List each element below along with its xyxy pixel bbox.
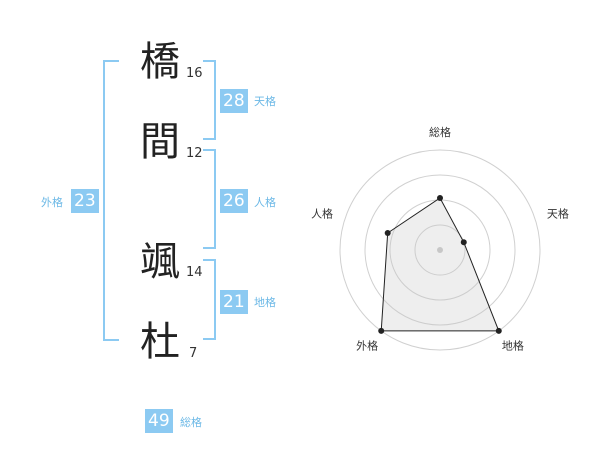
stroke-count-4: 7 (189, 346, 198, 361)
gaikaku-bracket (103, 60, 119, 341)
radar-axis-label: 地格 (502, 338, 524, 352)
radar-data-point (495, 327, 502, 334)
radar-axis-label: 天格 (547, 207, 569, 221)
gaikaku-label: 外格 (41, 196, 63, 209)
radar-data-point (437, 195, 443, 201)
stroke-count-2: 12 (186, 146, 203, 161)
name-char-1: 橋 (140, 39, 180, 85)
tenkaku-bracket (203, 60, 216, 140)
tenkaku-label: 天格 (254, 95, 276, 108)
chikaku-value: 21 (220, 290, 248, 314)
radar-ring (364, 174, 516, 326)
radar-data-point (378, 327, 385, 334)
radar-data-point (460, 239, 467, 246)
jinkaku-label: 人格 (254, 196, 276, 209)
radar-data-area (380, 197, 500, 332)
name-char-2: 間 (140, 119, 180, 165)
jinkaku-bracket (203, 149, 216, 249)
name-char-3: 颯 (140, 239, 180, 285)
stroke-count-1: 16 (186, 66, 203, 81)
soukaku-label: 総格 (180, 416, 202, 429)
radar-ring (414, 224, 466, 276)
radar-axis-label: 人格 (311, 207, 333, 221)
gaikaku-value: 23 (71, 189, 99, 213)
jinkaku-value: 26 (220, 189, 248, 213)
radar-center-dot (437, 247, 443, 253)
stroke-count-3: 14 (186, 265, 203, 280)
name-char-4: 杜 (140, 319, 180, 365)
soukaku-value: 49 (145, 409, 173, 433)
radar-data-point (384, 230, 391, 237)
chikaku-bracket (203, 259, 216, 340)
tenkaku-value: 28 (220, 89, 248, 113)
radar-axis-label: 外格 (356, 338, 378, 352)
chikaku-label: 地格 (254, 296, 276, 309)
radar-axis-label: 総格 (429, 125, 451, 139)
radar-ring (339, 149, 541, 351)
